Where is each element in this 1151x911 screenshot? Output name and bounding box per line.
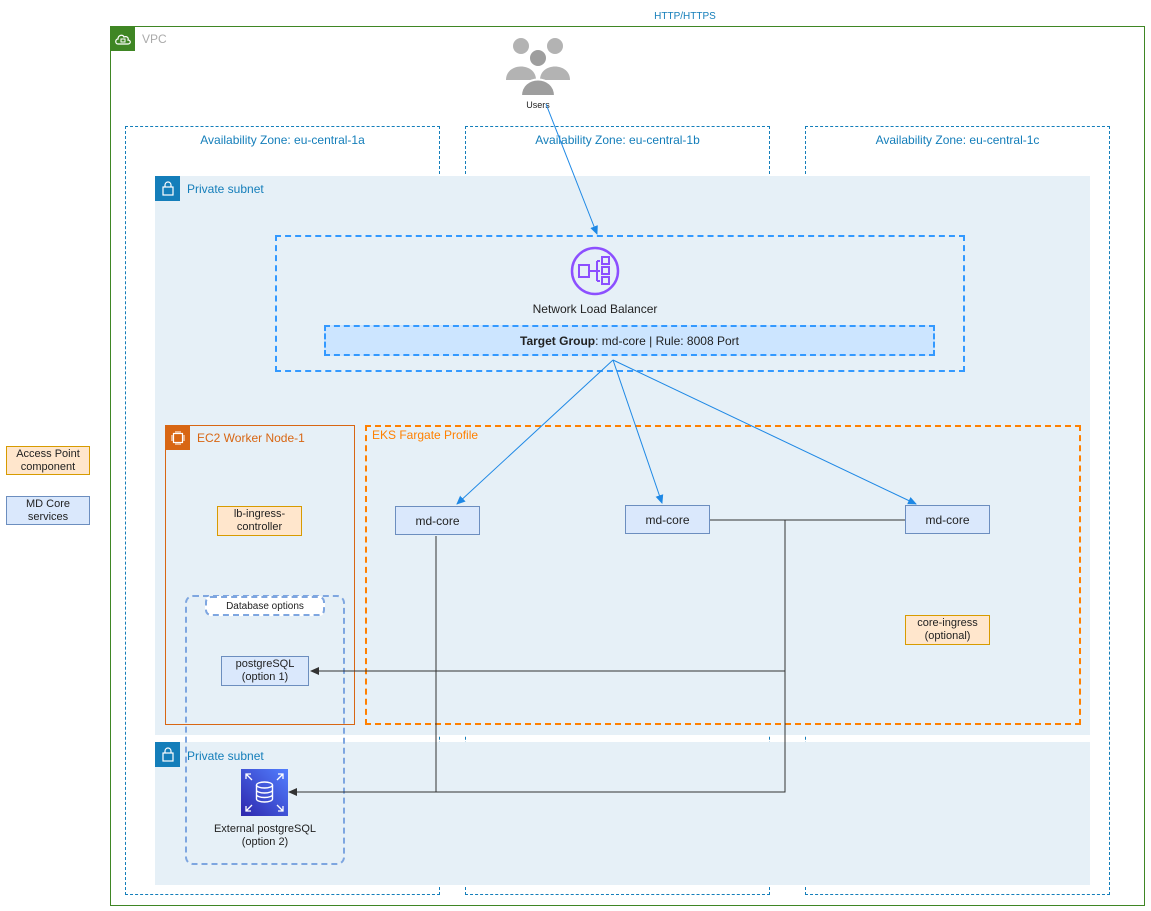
eks-fargate-profile-group xyxy=(365,425,1081,725)
lock-icon xyxy=(155,742,180,767)
chip-icon xyxy=(165,425,190,450)
vpc-label: VPC xyxy=(142,32,167,46)
load-balancer-group xyxy=(275,235,965,372)
postgresql-option-1-line2: (option 1) xyxy=(241,671,289,683)
md-core-node-1: md-core xyxy=(395,506,480,535)
md-core-node-2: md-core xyxy=(625,505,710,534)
lb-ingress-controller-node: lb-ingress- controller xyxy=(217,506,302,536)
target-group-bar: Target Group: md-core | Rule: 8008 Port xyxy=(324,325,935,356)
lb-ingress-line1: lb-ingress- xyxy=(233,508,286,520)
legend-access-point-line2: component xyxy=(20,460,76,473)
private-subnet-top-label: Private subnet xyxy=(187,182,264,196)
database-options-label: Database options xyxy=(205,596,325,616)
vpc-group xyxy=(110,26,1145,906)
target-group-to-md-core-arrows xyxy=(456,359,917,505)
network-load-balancer-icon xyxy=(570,246,620,296)
users-to-nlb-arrow xyxy=(545,103,598,235)
target-group-rule: : md-core | Rule: 8008 Port xyxy=(595,333,739,348)
ec2-worker-node-group xyxy=(165,425,355,725)
postgresql-option-1-node: postgreSQL (option 1) xyxy=(221,656,309,686)
cloud-lock-icon xyxy=(110,26,135,51)
md-core-to-database-connectors xyxy=(288,519,905,796)
external-postgresql-line2: (option 2) xyxy=(241,836,289,848)
users-label: Users xyxy=(526,100,550,110)
ec2-worker-node-label: EC2 Worker Node-1 xyxy=(197,431,305,445)
md-core-node-3: md-core xyxy=(905,505,990,534)
private-subnet-bottom-label: Private subnet xyxy=(187,749,264,763)
http-https-label: HTTP/HTTPS xyxy=(654,11,716,22)
users-icon xyxy=(503,34,573,98)
load-balancer-label: Network Load Balancer xyxy=(532,302,658,316)
legend-access-point: Access Point component xyxy=(6,446,90,475)
core-ingress-line2: (optional) xyxy=(924,630,971,642)
lock-icon xyxy=(155,176,180,201)
external-postgresql-line1: External postgreSQL xyxy=(213,823,317,835)
postgresql-option-1-line1: postgreSQL xyxy=(235,658,295,670)
database-icon xyxy=(241,769,288,816)
legend-md-core-services: MD Core services xyxy=(6,496,90,525)
legend-access-point-line1: Access Point xyxy=(16,447,80,460)
availability-zone-a-label: Availability Zone: eu-central-1a xyxy=(200,133,365,147)
lb-ingress-line2: controller xyxy=(236,521,283,533)
core-ingress-line1: core-ingress xyxy=(917,617,978,629)
target-group-label: Target Group xyxy=(520,333,596,348)
core-ingress-node: core-ingress (optional) xyxy=(905,615,990,645)
availability-zone-b-label: Availability Zone: eu-central-1b xyxy=(535,133,700,147)
legend-md-core-line2: services xyxy=(27,510,69,523)
private-subnet-bottom xyxy=(155,742,1090,885)
eks-fargate-profile-label: EKS Fargate Profile xyxy=(372,428,479,442)
legend-md-core-line1: MD Core xyxy=(25,497,70,510)
external-postgresql-label: External postgreSQL (option 2) xyxy=(195,822,335,850)
availability-zone-c-label: Availability Zone: eu-central-1c xyxy=(875,133,1040,147)
